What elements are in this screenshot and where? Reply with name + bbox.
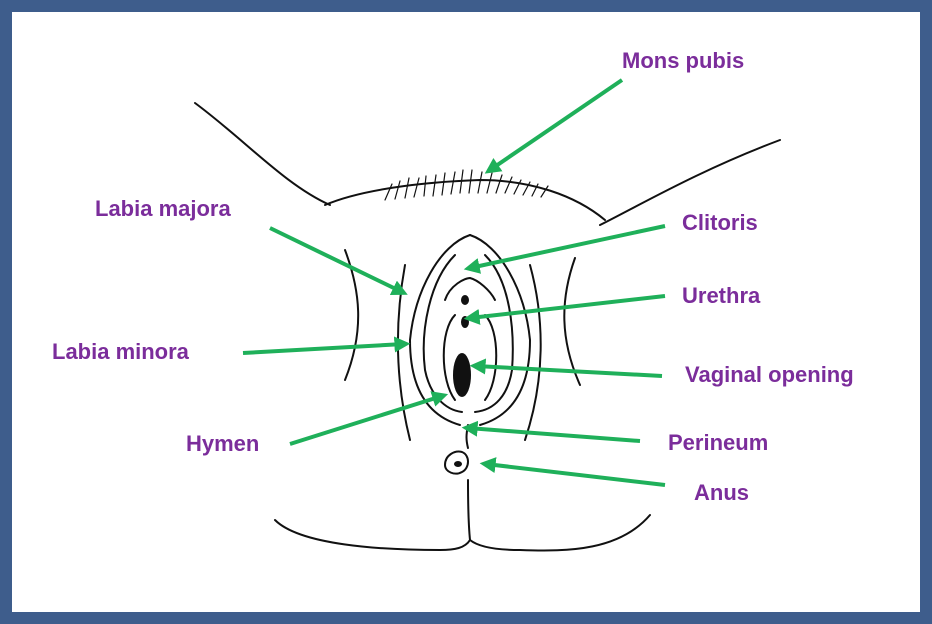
- arrow-anus: [486, 464, 665, 485]
- clitoris-dot: [461, 295, 469, 305]
- left-thigh-outline: [195, 103, 330, 205]
- label-urethra: Urethra: [682, 285, 760, 307]
- vestibule-left: [444, 315, 455, 400]
- label-clitoris: Clitoris: [682, 212, 758, 234]
- label-perineum: Perineum: [668, 432, 768, 454]
- pubic-mound-outline: [325, 180, 605, 220]
- arrow-mons-pubis: [490, 80, 622, 170]
- left-buttock-outline: [275, 520, 470, 550]
- anus-dot: [454, 461, 462, 467]
- clitoral-hood: [445, 278, 495, 300]
- label-vaginal-opening: Vaginal opening: [685, 364, 854, 386]
- gluteal-cleft: [468, 480, 470, 540]
- vestibule-right: [485, 315, 496, 400]
- arrow-urethra: [470, 296, 665, 318]
- right-mid-curve: [525, 265, 541, 440]
- right-buttock-outline: [470, 515, 650, 551]
- arrow-vaginal-opening: [476, 366, 662, 376]
- label-mons-pubis: Mons pubis: [622, 50, 744, 72]
- arrow-hymen: [290, 396, 442, 444]
- urethra-dot: [461, 316, 469, 328]
- arrow-clitoris: [470, 226, 665, 268]
- label-labia-minora: Labia minora: [52, 341, 189, 363]
- label-labia-majora: Labia majora: [95, 198, 231, 220]
- perineum-line: [467, 425, 469, 448]
- arrow-labia-minora: [243, 344, 404, 353]
- arrow-perineum: [468, 428, 640, 441]
- label-anus: Anus: [694, 482, 749, 504]
- arrow-labia-majora: [270, 228, 402, 292]
- right-outer-curve: [564, 258, 580, 385]
- vaginal-opening-shape: [453, 353, 471, 397]
- label-hymen: Hymen: [186, 433, 259, 455]
